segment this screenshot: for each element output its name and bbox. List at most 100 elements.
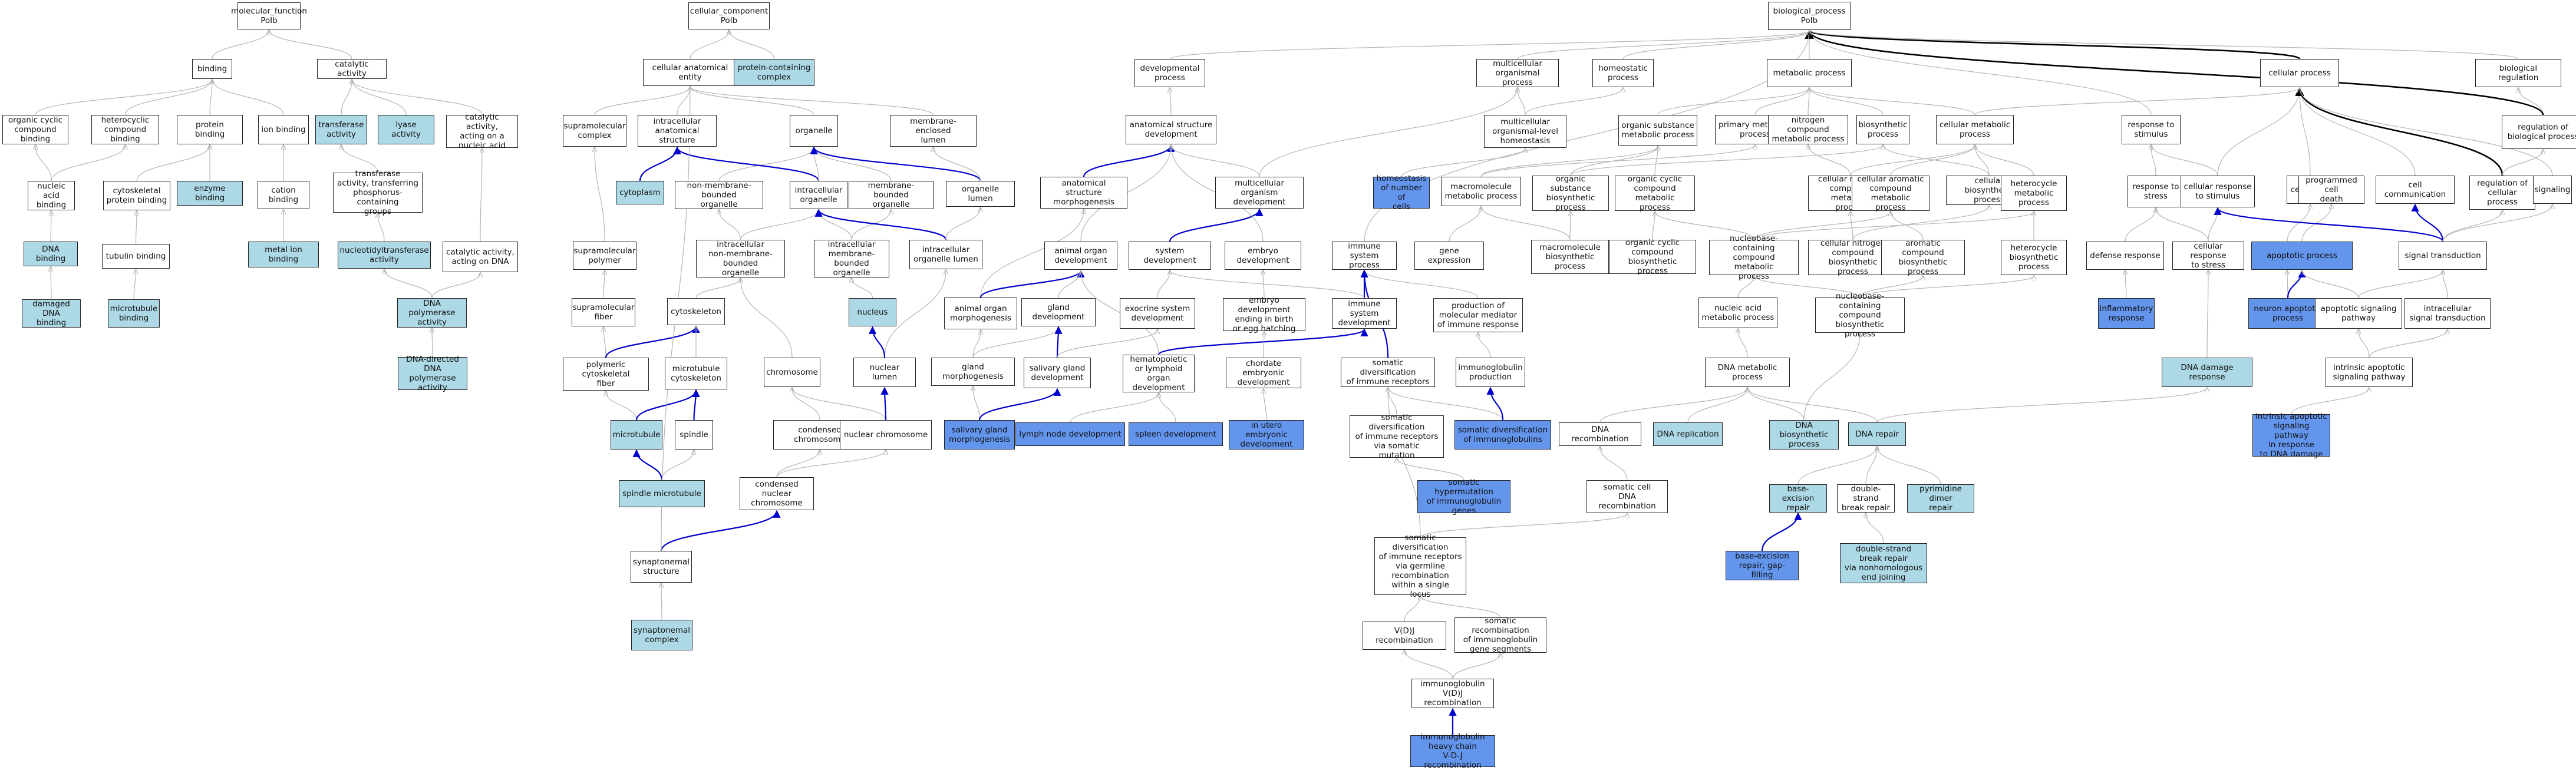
go-term-berepair[interactable]: base-excision repair (1769, 484, 1827, 513)
go-term-somdivrec[interactable]: somatic diversification of immune recept… (1341, 358, 1435, 387)
go-term-supramol[interactable]: supramolecular complex (563, 115, 626, 147)
go-term-progdeath[interactable]: programmed cell death (2298, 176, 2364, 204)
go-term-aromaticbio[interactable]: aromatic compound biosynthetic process (1881, 239, 1965, 276)
go-term-resstress[interactable]: response to stress (2128, 176, 2184, 207)
go-term-bp[interactable]: biological_process PoIb (1768, 2, 1851, 30)
go-term-embdev[interactable]: embryo development (1225, 242, 1301, 270)
go-term-dnadmgresp[interactable]: DNA damage response (2162, 358, 2252, 387)
go-term-supramolfiber[interactable]: supramolecular fiber (572, 298, 635, 326)
go-term-dnamet[interactable]: DNA metabolic process (1705, 358, 1790, 387)
go-term-homeocells[interactable]: homeostasis of number of cells (1373, 174, 1430, 211)
go-term-multiorg[interactable]: multicellular organismal process (1476, 59, 1559, 87)
go-term-spleen[interactable]: spleen development (1129, 422, 1223, 446)
go-term-dnapol[interactable]: DNA polymerase activity (397, 298, 467, 328)
go-term-begap[interactable]: base-excision repair, gap-filling (1726, 551, 1799, 580)
go-term-orgsub[interactable]: organic substance metabolic process (1618, 115, 1697, 146)
go-term-multidev[interactable]: multicellular organism development (1215, 177, 1304, 209)
go-term-inflam[interactable]: inflammatory response (2098, 298, 2155, 329)
go-term-dnarepair[interactable]: DNA repair (1848, 422, 1906, 446)
go-term-embdevbirth[interactable]: embryo development ending in birth or eg… (1223, 296, 1305, 333)
go-term-anatdev[interactable]: anatomical structure development (1126, 115, 1216, 144)
go-term-cytoskbind[interactable]: cytoskeletal protein binding (103, 181, 170, 210)
go-term-neuronapop[interactable]: neuron apoptotic process (2248, 298, 2327, 329)
go-term-chordate[interactable]: chordate embryonic development (1226, 358, 1301, 388)
go-term-mtbind[interactable]: microtubule binding (108, 299, 160, 328)
go-term-hemato[interactable]: hematopoietic or lymphoid organ developm… (1123, 355, 1195, 392)
go-term-apoptotic[interactable]: apoptotic process (2251, 242, 2353, 270)
go-term-orglumen[interactable]: organelle lumen (946, 181, 1015, 207)
go-term-intraanat[interactable]: intracellular anatomical structure (638, 115, 717, 147)
go-term-ighvdj[interactable]: immunoglobulin heavy chain V-D-J recombi… (1410, 732, 1495, 770)
go-term-cation[interactable]: cation binding (258, 181, 309, 209)
go-term-intraorglumen[interactable]: intracellular organelle lumen (909, 240, 982, 269)
go-term-tubbind[interactable]: tubulin binding (102, 244, 170, 269)
go-term-metab[interactable]: metabolic process (1767, 59, 1852, 87)
go-term-glandmorph[interactable]: gland morphogenesis (931, 358, 1015, 386)
go-term-intraorg[interactable]: intracellular organelle (790, 181, 847, 209)
go-term-dnarepl[interactable]: DNA replication (1653, 422, 1723, 446)
go-term-biosyn[interactable]: biosynthetic process (1856, 115, 1909, 144)
go-term-orgsubbio[interactable]: organic substance biosynthetic process (1532, 174, 1609, 212)
go-term-hetcycbio[interactable]: heterocycle biosynthetic process (2001, 240, 2067, 275)
go-term-intramem[interactable]: intracellular membrane-bounded organelle (814, 240, 889, 277)
go-term-transphos[interactable]: transferase activity, transferring phosp… (333, 169, 423, 216)
go-term-cae[interactable]: cellular anatomical entity (643, 59, 737, 86)
go-term-cc[interactable]: cellular_component PoIb (688, 2, 770, 29)
go-term-catact[interactable]: catalytic activity (317, 59, 387, 79)
go-term-binding[interactable]: binding (192, 59, 232, 79)
go-term-nucacidmet[interactable]: nucleic acid metabolic process (1698, 298, 1777, 328)
go-term-microtubule[interactable]: microtubule (611, 420, 662, 450)
go-term-somdivrecomb[interactable]: somatic diversification of immune recept… (1374, 533, 1466, 599)
go-term-dnabind[interactable]: DNA binding (24, 242, 78, 266)
go-term-orgcyc[interactable]: organic cyclic compound binding (2, 115, 68, 144)
go-term-somrecig[interactable]: somatic recombination of immunoglobulin … (1454, 616, 1546, 654)
go-term-macromet[interactable]: macromolecule metabolic process (1441, 177, 1521, 206)
go-term-anatmorph[interactable]: anatomical structure morphogenesis (1040, 177, 1127, 209)
go-term-salgland[interactable]: salivary gland development (1024, 358, 1091, 388)
go-term-inutero[interactable]: in utero embryonic development (1229, 420, 1304, 450)
go-term-synstruct[interactable]: synaptonemal structure (631, 551, 692, 583)
go-term-immsys[interactable]: immune system process (1332, 242, 1397, 270)
go-term-somdivmut[interactable]: somatic diversification of immune recept… (1350, 413, 1444, 460)
go-term-resstim[interactable]: response to stimulus (2122, 115, 2181, 144)
go-term-regcell[interactable]: regulation of cellular process (2469, 176, 2535, 210)
go-term-nucbasecont[interactable]: nucleobase-containing compound metabolic… (1709, 234, 1799, 281)
go-term-membencl[interactable]: membrane-enclosed lumen (890, 115, 977, 147)
go-term-dnabiosyn[interactable]: DNA biosynthetic process (1769, 420, 1839, 450)
go-term-intranonmem[interactable]: intracellular non-membrane-bounded organ… (696, 240, 785, 277)
go-term-dsbnhej[interactable]: double-strand break repair via nonhomolo… (1840, 543, 1927, 583)
go-term-hetcycmet[interactable]: heterocycle metabolic process (2001, 176, 2067, 211)
go-term-orgcycbio[interactable]: organic cyclic compound biosynthetic pro… (1609, 238, 1696, 276)
go-term-dnadirpol[interactable]: DNA-directed DNA polymerase activity (398, 355, 467, 392)
go-term-spindlemt[interactable]: spindle microtubule (619, 480, 705, 507)
go-term-chromosome[interactable]: chromosome (764, 358, 820, 387)
go-term-mtcytoskel[interactable]: microtubule cytoskeleton (665, 358, 727, 389)
go-term-exocdev[interactable]: exocrine system development (1120, 298, 1195, 329)
go-term-nuclumen[interactable]: nuclear lumen (853, 358, 916, 387)
go-term-somdivig[interactable]: somatic diversification of immunoglobuli… (1454, 420, 1551, 450)
go-term-igvdj[interactable]: immunoglobulin V(D)J recombination (1411, 679, 1494, 708)
go-term-spindle[interactable]: spindle (675, 420, 713, 450)
go-term-cytoskel[interactable]: cytoskeleton (667, 298, 725, 325)
go-term-intrasig[interactable]: intracellular signal transduction (2405, 298, 2491, 329)
go-term-sysdev[interactable]: system development (1129, 242, 1211, 270)
go-term-multihomeo[interactable]: multicellular organismal-level homeostas… (1484, 115, 1566, 148)
go-term-lymphnode[interactable]: lymph node development (1015, 422, 1125, 446)
go-term-cellproc[interactable]: cellular process (2260, 59, 2339, 87)
go-term-nuctrans[interactable]: nucleotidyltransferase activity (338, 242, 431, 269)
go-term-nonmemorg[interactable]: non-membrane-bounded organelle (675, 181, 763, 209)
go-term-intrinsicdna[interactable]: intrinsic apoptotic signaling pathway in… (2252, 412, 2330, 459)
go-term-devproc[interactable]: developmental process (1134, 59, 1205, 87)
go-term-apopsig[interactable]: apoptotic signaling pathway (2315, 298, 2402, 329)
go-term-somcelldna[interactable]: somatic cell DNA recombination (1587, 480, 1668, 513)
go-term-nucleus[interactable]: nucleus (849, 298, 896, 326)
go-term-cellresstress[interactable]: cellular response to stress (2172, 242, 2244, 270)
go-term-protcont[interactable]: protein-containing complex (734, 59, 814, 86)
go-term-metalion[interactable]: metal ion binding (248, 242, 319, 267)
go-term-syncomplex[interactable]: synaptonemal complex (631, 620, 692, 650)
go-term-nitro[interactable]: nitrogen compound metabolic process (1768, 115, 1848, 144)
go-term-dnarecomb[interactable]: DNA recombination (1559, 422, 1641, 446)
go-term-cellresstim[interactable]: cellular response to stimulus (2181, 176, 2255, 207)
go-term-condnucchrom[interactable]: condensed nuclear chromosome (740, 477, 814, 510)
go-term-animorgdev[interactable]: animal organ development (1044, 242, 1117, 270)
